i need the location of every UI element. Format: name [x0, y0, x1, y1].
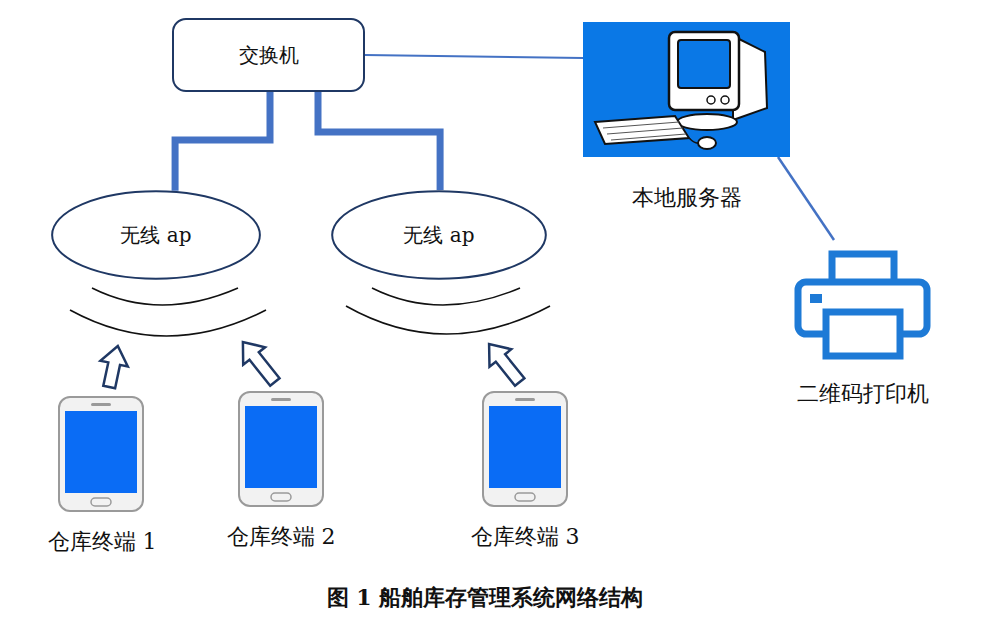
terminal-phone: 仓库终端 3 [481, 390, 569, 508]
signal-arc [70, 310, 266, 336]
terminal-phone: 仓库终端 2 [237, 390, 325, 508]
node-label: 无线 ap [403, 222, 474, 249]
hollow-arrow [243, 342, 280, 386]
node-label: 交换机 [239, 42, 299, 69]
cable-line [318, 92, 440, 190]
server-icon-drawing [583, 22, 790, 157]
signal-arc [372, 288, 520, 305]
hollow-arrow [489, 344, 524, 386]
device-label: 仓库终端 2 [227, 522, 336, 552]
cable-line [175, 92, 270, 191]
server-icon: 本地服务器 [583, 22, 790, 157]
terminal-phone-drawing [57, 395, 147, 513]
signal-arc [92, 288, 238, 305]
cable-line [778, 157, 834, 240]
device-label: 仓库终端 1 [48, 527, 157, 557]
printer-icon-drawing [790, 240, 935, 365]
hollow-arrow [100, 346, 127, 388]
terminal-phone: 仓库终端 1 [57, 395, 147, 513]
wireless-ap: 无线 ap [330, 190, 548, 280]
cable-line [365, 55, 583, 58]
printer-icon: 二维码打印机 [790, 240, 935, 365]
wireless-ap: 无线 ap [50, 190, 262, 280]
terminal-phone-drawing [237, 390, 325, 508]
signal-arc [346, 306, 550, 334]
device-label: 本地服务器 [632, 183, 742, 213]
device-label: 二维码打印机 [797, 379, 929, 409]
device-label: 仓库终端 3 [471, 522, 580, 552]
node-label: 无线 ap [120, 222, 191, 249]
terminal-phone-drawing [481, 390, 569, 508]
figure-caption: 图 1 船舶库存管理系统网络结构 [0, 583, 970, 613]
switch-box: 交换机 [172, 18, 365, 92]
signal-arcs [70, 288, 550, 336]
